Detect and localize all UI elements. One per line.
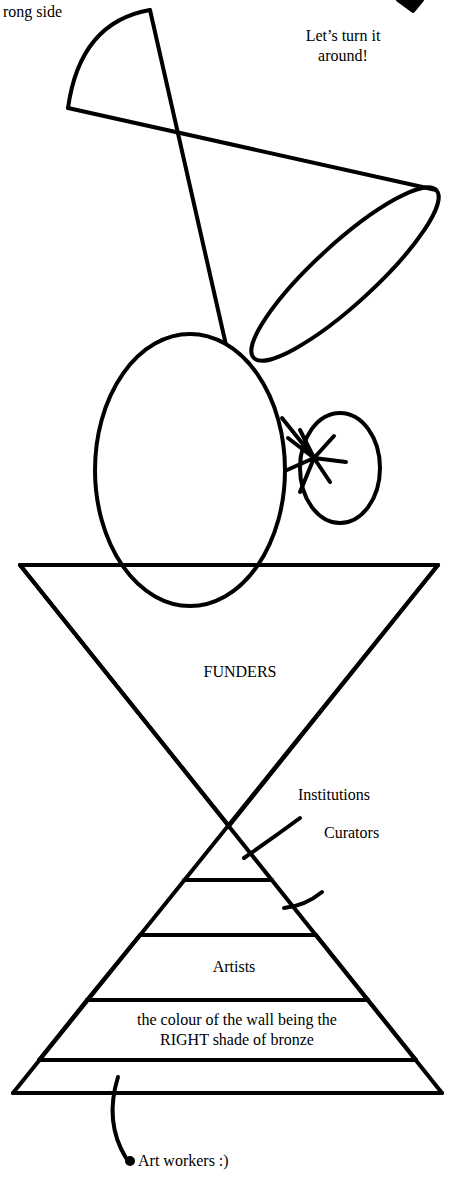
leader-dot: [127, 1158, 133, 1164]
hourglass-side: [20, 565, 442, 1093]
node-label: FUNDERS: [140, 662, 340, 682]
leader-line: [244, 818, 300, 858]
node-label: the colour of the wall being the RIGHT s…: [131, 1010, 343, 1050]
note-text: Let’s turn it around!: [298, 26, 388, 66]
node-outline: [20, 565, 438, 826]
sector-arc: [68, 10, 150, 108]
node-outline: [39, 1000, 416, 1060]
funders-triangle: FUNDERS: [20, 565, 438, 826]
leader-line: [284, 892, 322, 908]
sculpture-line: [68, 108, 436, 190]
hierarchy-band: Artists: [87, 935, 368, 1000]
leaf-shape: [233, 168, 456, 380]
node-shape: [20, 565, 438, 826]
hierarchy-band: the colour of the wall being the RIGHT s…: [39, 1000, 416, 1060]
star-lines: [282, 418, 346, 492]
annotation-label: Art workers :): [138, 1151, 229, 1171]
band-line: [184, 878, 272, 882]
leader-line: [113, 1077, 126, 1158]
node-shape: [39, 1000, 416, 1060]
sculpture-line: [150, 10, 226, 345]
hourglass-side: [13, 565, 438, 1093]
node-shape: [87, 935, 368, 1000]
annotation-label: Curators: [324, 823, 379, 843]
edge-mark: [398, 0, 422, 11]
annotation-label: rong side: [3, 2, 62, 22]
node-label: Artists: [134, 957, 334, 977]
hourglass-base: [13, 1091, 442, 1095]
annotation-label: Institutions: [298, 785, 370, 805]
